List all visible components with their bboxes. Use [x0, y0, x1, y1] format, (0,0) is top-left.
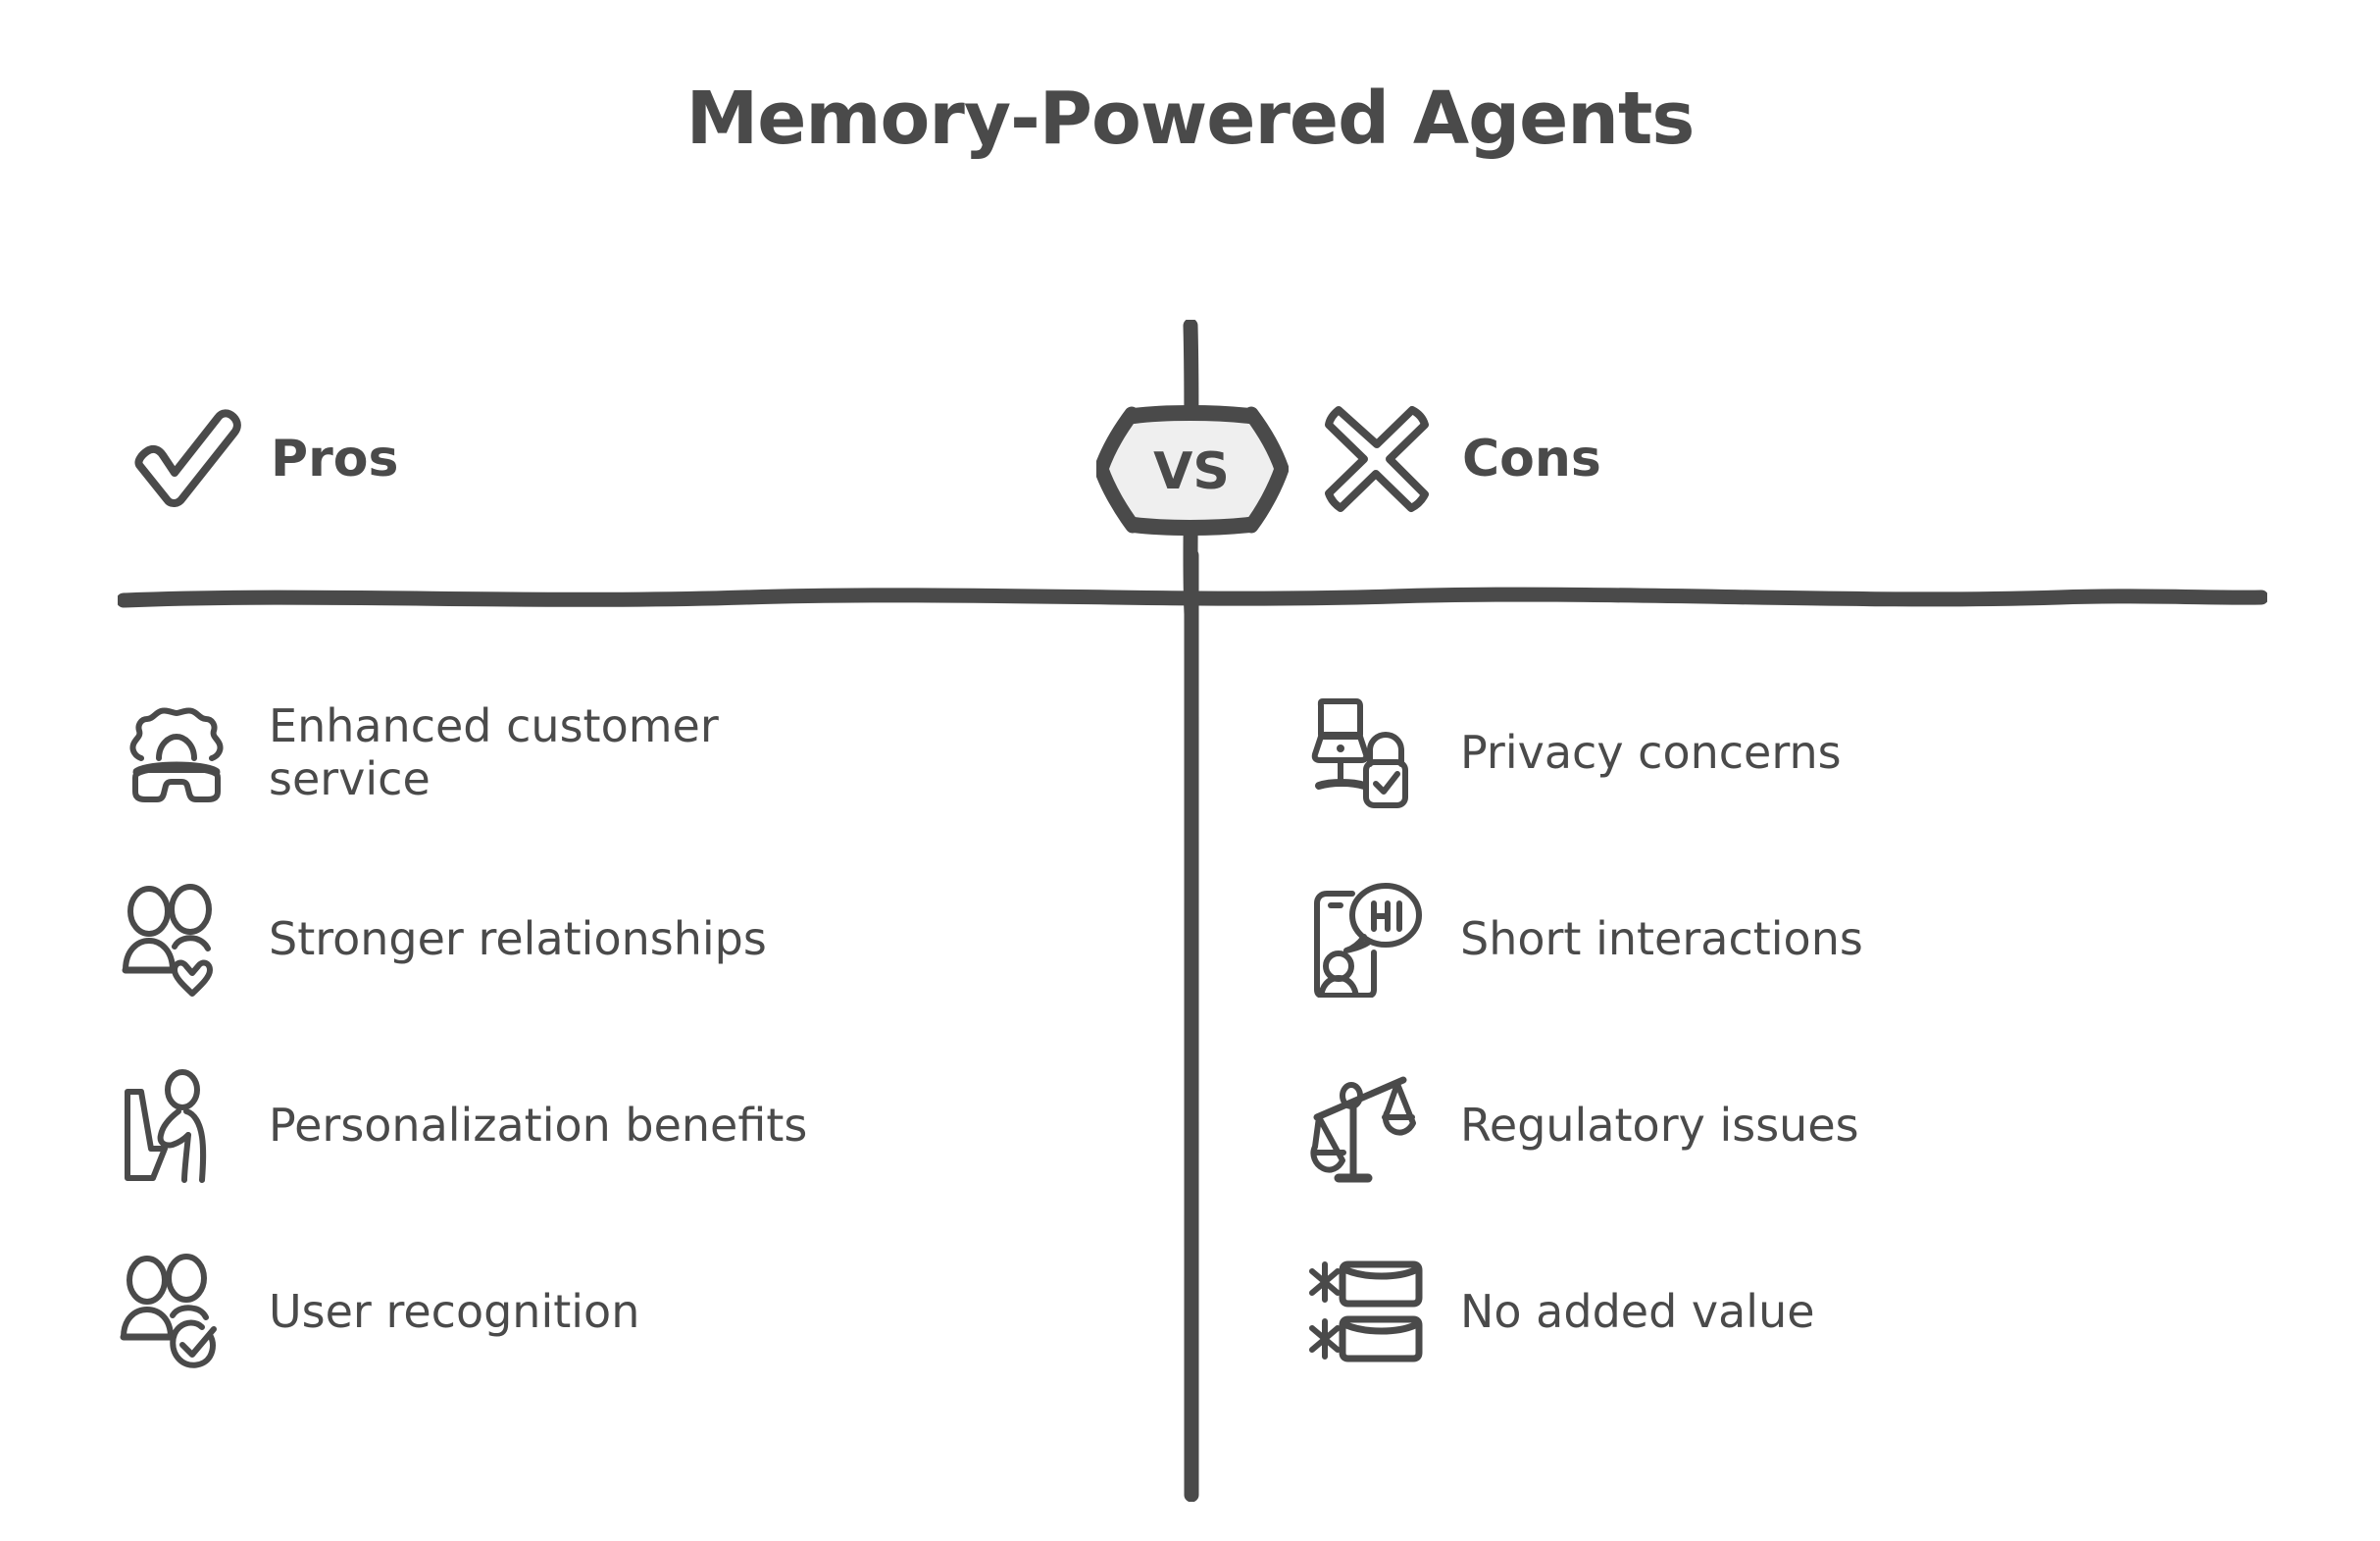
list-item: Personalization benefits — [118, 1032, 1157, 1218]
check-mark-icon — [127, 400, 245, 518]
horizontal-divider — [116, 579, 2269, 618]
header-row: Pros Cons — [0, 390, 2380, 528]
cons-column: Privacy concerns Short interactions — [1309, 659, 2349, 1405]
list-item-label: Stronger relationships — [269, 911, 767, 965]
list-item: Privacy concerns — [1309, 659, 2349, 846]
list-item-label: Privacy concerns — [1460, 725, 1842, 779]
pros-column: Enhanced customer service Stronger relat… — [118, 659, 1157, 1405]
people-heart-icon — [118, 880, 235, 998]
list-item-label: No added value — [1460, 1284, 1815, 1338]
list-item: Regulatory issues — [1309, 1032, 2349, 1218]
list-item-label: Regulatory issues — [1460, 1098, 1859, 1152]
list-item: User recognition — [118, 1218, 1157, 1405]
cons-header: Cons — [1319, 400, 1601, 518]
vs-badge: VS — [1093, 386, 1290, 553]
people-check-icon — [118, 1253, 235, 1370]
page-title: Memory-Powered Agents — [685, 77, 1696, 161]
list-item-label: Enhanced customer service — [269, 698, 719, 805]
phone-chat-hi-icon — [1309, 880, 1427, 998]
pros-header: Pros — [127, 400, 398, 518]
monitor-lock-icon — [1309, 693, 1427, 811]
asterisk-list-icon — [1309, 1253, 1427, 1370]
list-item: No added value — [1309, 1218, 2349, 1405]
person-chart-icon — [118, 1066, 235, 1184]
list-item-label: Personalization benefits — [269, 1098, 808, 1152]
vs-badge-label: VS — [1153, 442, 1230, 501]
list-item: Stronger relationships — [118, 846, 1157, 1032]
cons-header-label: Cons — [1462, 430, 1601, 488]
gear-headset-icon — [118, 693, 235, 811]
list-item: Enhanced customer service — [118, 659, 1157, 846]
pros-header-label: Pros — [271, 430, 399, 488]
cross-mark-icon — [1319, 400, 1437, 518]
list-item-label: Short interactions — [1460, 911, 1863, 965]
balance-scales-icon — [1309, 1066, 1427, 1184]
list-item: Short interactions — [1309, 846, 2349, 1032]
list-item-label: User recognition — [269, 1284, 640, 1338]
